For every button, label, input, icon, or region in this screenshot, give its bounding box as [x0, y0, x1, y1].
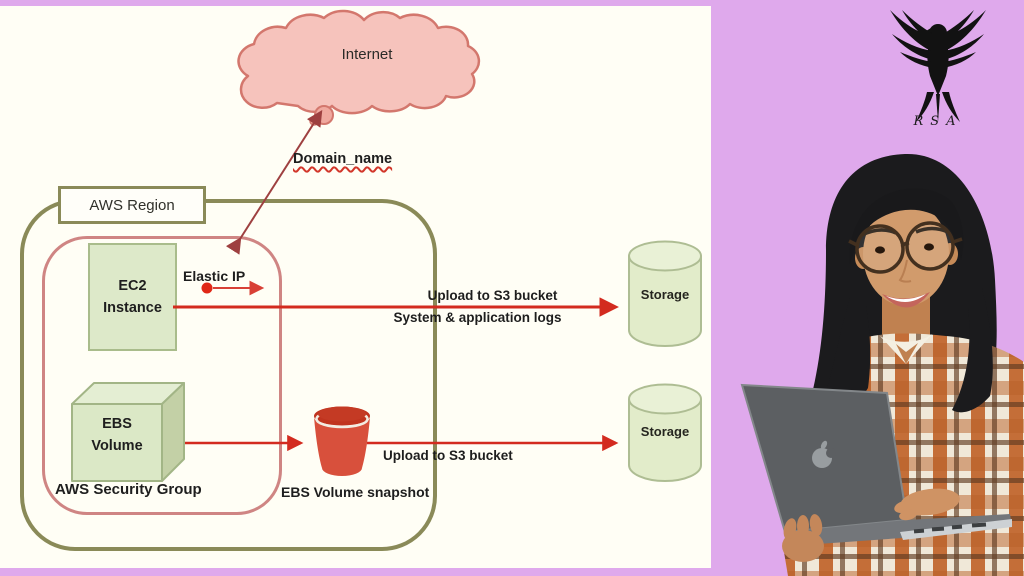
ec2-label-line2: Instance — [103, 300, 162, 316]
hair-lock-right — [952, 288, 993, 413]
system-logs-label: System & application logs — [393, 310, 562, 325]
brand-logo-text: RSA — [913, 114, 963, 129]
laptop-ports — [913, 522, 987, 534]
eagle-icon — [890, 10, 986, 122]
hand-left — [782, 514, 824, 562]
domain-name-label: Domain_name — [293, 151, 393, 167]
eye — [875, 246, 885, 254]
aws-security-group-boundary — [42, 236, 282, 515]
internet-label: Internet — [341, 46, 393, 63]
nose — [898, 259, 912, 283]
sleeve-right — [962, 444, 1024, 510]
laptop-base — [785, 514, 1012, 546]
hair-lock-left — [820, 298, 871, 412]
shirt-collar — [880, 334, 932, 364]
storage-cylinder-icon-bottom — [628, 383, 702, 482]
ec2-label-line1: EC2 — [118, 278, 147, 294]
hand-right — [894, 488, 960, 521]
aws-region-label-box: AWS Region — [58, 186, 206, 224]
aws-region-label: AWS Region — [89, 196, 175, 214]
domain-name-arrow — [225, 109, 323, 255]
smile — [882, 292, 930, 308]
storage-cylinder-icon-top — [628, 240, 702, 347]
upload-s3-bottom-label: Upload to S3 bucket — [383, 448, 513, 463]
elastic-ip-label: Elastic IP — [183, 268, 246, 284]
presenter-photo — [700, 148, 1024, 576]
ebs-snapshot-label: EBS Volume snapshot — [281, 484, 430, 500]
eye — [924, 243, 934, 251]
brand-logo — [878, 4, 998, 144]
s3-bucket-icon — [314, 406, 370, 476]
ebs-volume-label: EBS Volume — [72, 413, 162, 457]
internet-cloud-icon — [237, 9, 481, 126]
apple-logo-icon — [812, 440, 836, 468]
ebs-label-line1: EBS — [102, 416, 132, 432]
woman-with-laptop-illustration — [740, 153, 1024, 576]
neckline — [896, 343, 918, 364]
storage-top-label: Storage — [640, 287, 690, 302]
storage-bottom-label: Storage — [640, 424, 690, 439]
hair-front — [849, 188, 964, 264]
elastic-ip-arrow — [201, 280, 265, 296]
upload-s3-top-label: Upload to S3 bucket — [427, 288, 558, 303]
aws-security-group-label: AWS Security Group — [55, 481, 202, 498]
ebs-label-line2: Volume — [91, 438, 143, 454]
laptop — [740, 383, 1012, 546]
ebs-volume-cube-icon — [71, 382, 185, 482]
ec2-instance-node: EC2 Instance — [88, 243, 177, 351]
